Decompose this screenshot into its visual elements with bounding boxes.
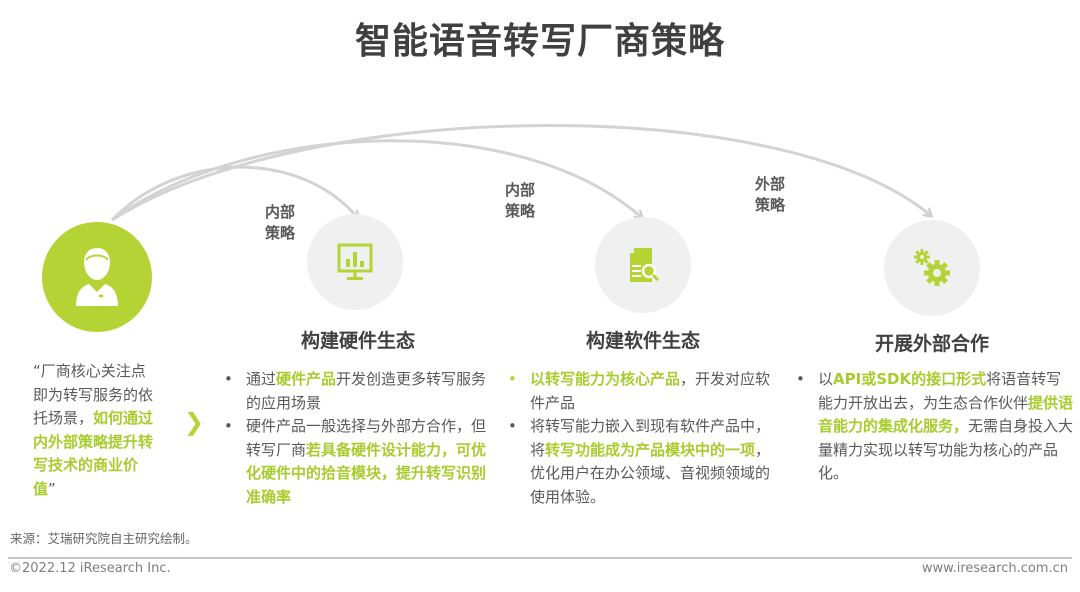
bullet-item: • 硬件产品一般选择与外部方合作，但转写厂商若具备硬件设计能力，可优化硬件中的拾音… — [220, 415, 490, 509]
heading-partnership: 开展外部合作 — [874, 333, 989, 355]
hardware-circle — [307, 214, 403, 310]
copyright: ©2022.12 iResearch Inc. — [9, 561, 171, 576]
bullet-dot: • — [224, 417, 233, 435]
bullet-text: ，开发对应软件产品 — [530, 370, 771, 412]
partnership-circle — [884, 220, 980, 316]
bullet-dot: • — [796, 370, 805, 388]
heading-hardware: 构建硬件生态 — [300, 330, 415, 352]
source-note: 来源：艾瑞研究院自主研究绘制。 — [10, 531, 198, 546]
website-link[interactable]: www.iresearch.com.cn — [921, 561, 1068, 576]
highlight-text: API或SDK的接口形式 — [833, 370, 987, 388]
bullet-text: 硬件产品一般选择与外部方合作，但转写厂商 — [246, 417, 487, 459]
bullet-text: ，优化用户在办公领域、音视频领域的使用体验。 — [530, 440, 771, 506]
arrow-external — [111, 124, 930, 222]
bullet-text: 将转写能力嵌入到现有软件产品中，将 — [530, 417, 771, 459]
arrow-label-external: 外部策略 — [754, 175, 785, 214]
bullet-item: • 将转写能力嵌入到现有软件产品中，将转写功能成为产品模块中的一项，优化用户在办公… — [504, 415, 774, 509]
partnership-bullets: • 以API或SDK的接口形式将语音转写能力开放出去，为生态合作伙伴提供语音能力的… — [792, 368, 1074, 486]
arrow-label-internal-1: 内部策略 — [264, 203, 295, 242]
arrow-label-internal-2: 内部策略 — [504, 181, 535, 220]
bullet-text: 以 — [818, 370, 834, 388]
bullet-dot: • — [508, 370, 517, 388]
bullet-text: 无需自身投入大量精力实现以转写功能为核心的产品化。 — [818, 417, 1074, 482]
highlight-text: 若具备硬件设计能力，可优化硬件中的拾音模块，提升转写识别准确率 — [246, 440, 487, 506]
bullet-text: 将语音转写能力开放出去，为生态合作伙伴 — [818, 370, 1062, 412]
heading-software: 构建软件生态 — [585, 330, 700, 352]
arrow-internal-hardware — [110, 165, 357, 222]
bullet-item: • 以API或SDK的接口形式将语音转写能力开放出去，为生态合作伙伴提供语音能力的… — [792, 368, 1074, 486]
highlight-text: 硬件产品 — [276, 370, 337, 388]
software-bullets: • 以转写能力为核心产品，开发对应软件产品 • 将转写能力嵌入到现有软件产品中，将转写… — [504, 368, 774, 509]
document-search-icon — [630, 248, 660, 282]
bullet-text: 通过 — [246, 370, 277, 388]
bullet-dot: • — [508, 417, 517, 435]
vendor-circle — [42, 222, 152, 332]
person-icon — [76, 248, 118, 306]
chart-monitor-icon — [337, 243, 373, 280]
gears-icon — [914, 249, 950, 286]
vendor-quote: “厂商核心关注点即为转写服务的依托场景，如何通过内外部策略提升转写技术的商业价值… — [33, 362, 154, 498]
page-title: 智能语音转写厂商策略 — [354, 21, 725, 62]
chevron-right-icon: ❯ — [184, 408, 205, 436]
software-circle — [595, 217, 691, 313]
highlight-text: 转写功能成为产品模块中的一项 — [545, 440, 756, 459]
highlight-text: 以转写能力为核心产品 — [530, 370, 681, 388]
bullet-text: 开发创造更多转写服务的应用场景 — [246, 370, 487, 412]
bullet-dot: • — [224, 370, 233, 388]
bullet-item: • 通过硬件产品开发创造更多转写服务的应用场景 — [220, 368, 490, 415]
hardware-bullets: • 通过硬件产品开发创造更多转写服务的应用场景 • 硬件产品一般选择与外部方合作，但转… — [220, 368, 490, 509]
arrow-internal-software — [111, 139, 641, 222]
bullet-item: • 以转写能力为核心产品，开发对应软件产品 — [504, 368, 774, 415]
highlight-text: 提供语音能力的集成化服务， — [818, 393, 1074, 436]
footer-divider — [8, 557, 1072, 559]
